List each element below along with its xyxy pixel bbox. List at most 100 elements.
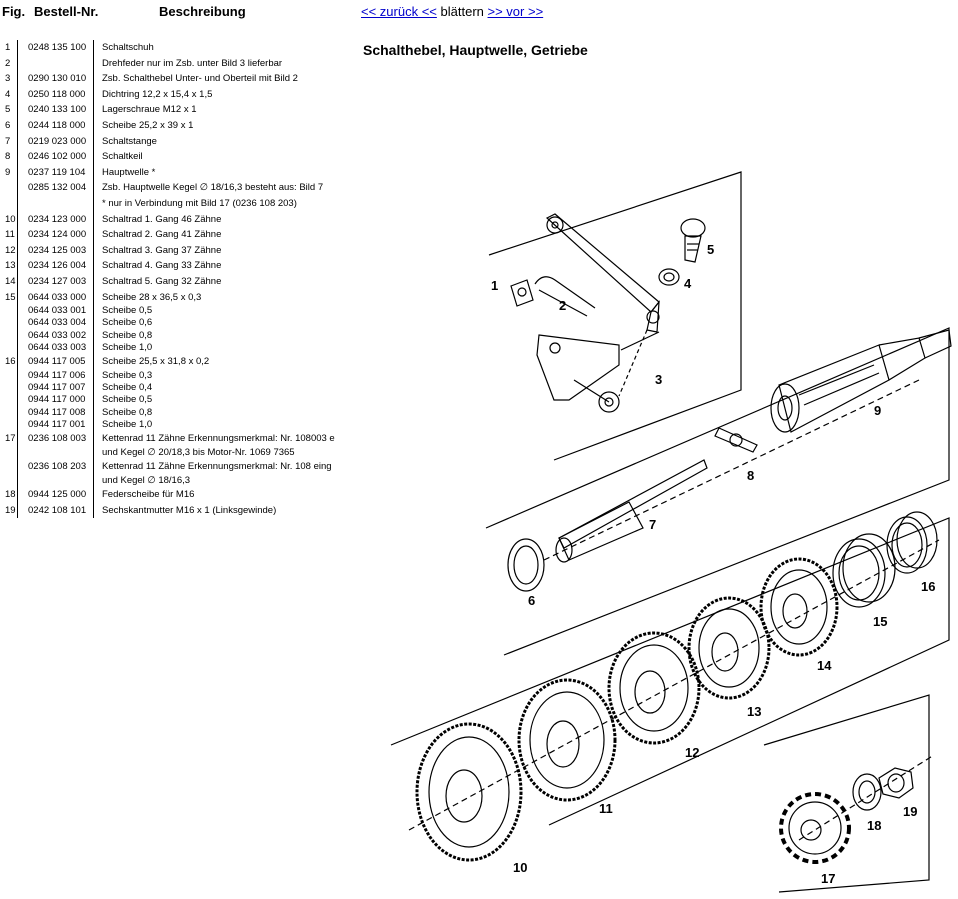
washers-16 [886, 511, 938, 574]
diagram-title: Schalthebel, Hauptwelle, Getriebe [363, 42, 588, 58]
part-description: Scheibe 28 x 36,5 x 0,3 [102, 291, 202, 303]
part-fig: 12 [5, 244, 16, 256]
part-labels: 1 2 3 4 5 6 7 8 9 10 11 12 13 14 15 16 1… [491, 242, 935, 886]
part-number: 0644 033 004 [28, 317, 87, 329]
label-8: 8 [747, 468, 754, 483]
part-fig: 16 [5, 356, 16, 368]
table-divider-fig [17, 40, 18, 518]
part-number: 0236 108 003 [28, 433, 87, 445]
part-description: Schaltrad 2. Gang 41 Zähne [102, 229, 222, 241]
shift-lever [536, 213, 660, 413]
gear-13 [687, 596, 771, 700]
part-description: Federscheibe für M16 [102, 489, 195, 501]
part-number: 0944 117 000 [28, 394, 86, 406]
part-description: Scheibe 0,6 [102, 317, 153, 329]
back-link[interactable]: << zurück << [361, 4, 437, 19]
panel-sprocket [763, 694, 930, 893]
label-18: 18 [867, 818, 881, 833]
parts-drawing: 1 2 3 4 5 6 7 8 9 10 11 12 13 14 15 16 1… [390, 171, 952, 893]
part-fig: 1 [5, 42, 11, 53]
seal-ring [658, 268, 680, 286]
part-description: Drehfeder nur im Zsb. unter Bild 3 liefe… [102, 57, 283, 69]
label-2: 2 [559, 298, 566, 313]
part-description: und Kegel ∅ 20/18,3 bis Motor-Nr. 1069 7… [102, 446, 295, 458]
part-number: 0236 108 203 [28, 461, 87, 473]
part-description: Schaltrad 4. Gang 33 Zähne [102, 260, 222, 272]
part-number: 0246 102 000 [28, 151, 87, 163]
part-fig: 14 [5, 275, 16, 287]
part-fig: 9 [5, 166, 11, 178]
part-description: Lagerschraue M12 x 1 [102, 104, 197, 116]
part-fig: 11 [5, 229, 15, 241]
shift-shoe [510, 279, 534, 307]
part-number: 0644 033 003 [28, 341, 87, 353]
part-number: 0285 132 004 [28, 182, 87, 194]
label-11: 11 [599, 801, 613, 816]
part-number: 0244 118 000 [28, 119, 86, 131]
part-description: Zsb. Hauptwelle Kegel ∅ 18/16,3 besteht … [102, 182, 324, 194]
part-number: 0644 033 002 [28, 329, 87, 341]
part-description: Scheibe 0,5 [102, 394, 153, 406]
part-number: 0219 023 000 [28, 135, 87, 147]
part-fig: 17 [5, 433, 16, 445]
part-number: 0234 123 000 [28, 213, 87, 225]
table-row: 0644 033 003 Scheibe 1,0 [0, 342, 352, 354]
part-description: Scheibe 1,0 [102, 419, 153, 431]
part-number: 0644 033 001 [28, 305, 87, 317]
gear-11 [517, 678, 617, 802]
pager: << zurück << blättern >> vor >> [361, 4, 543, 19]
part-description: Scheibe 0,8 [102, 406, 153, 418]
label-5: 5 [707, 242, 714, 257]
label-16: 16 [921, 579, 935, 594]
part-fig: 4 [5, 88, 11, 100]
washer-6 [507, 538, 545, 592]
label-4: 4 [684, 276, 692, 291]
part-number: 0234 127 003 [28, 275, 87, 287]
label-10: 10 [513, 860, 527, 875]
part-fig: 3 [5, 73, 11, 85]
label-19: 19 [903, 804, 917, 819]
label-6: 6 [528, 593, 535, 608]
table-row: und Kegel ∅ 20/18,3 bis Motor-Nr. 1069 7… [0, 447, 352, 459]
part-description: Scheibe 1,0 [102, 341, 153, 353]
torsion-spring [534, 276, 596, 317]
part-number: 0234 126 004 [28, 260, 87, 272]
label-15: 15 [873, 614, 887, 629]
exploded-diagram: Schalthebel, Hauptwelle, Getriebe [359, 40, 958, 894]
part-description: Hauptwelle * [102, 166, 156, 178]
part-description: * nur in Verbindung mit Bild 17 (0236 10… [102, 197, 297, 209]
part-description: Sechskantmutter M16 x 1 (Linksgewinde) [102, 504, 277, 516]
pager-label: blättern [440, 4, 484, 19]
part-description: und Kegel ∅ 18/16,3 [102, 474, 191, 486]
part-description: Scheibe 0,8 [102, 329, 153, 341]
part-number: 0290 130 010 [28, 73, 87, 85]
part-description: Scheibe 25,5 x 31,8 x 0,2 [102, 356, 210, 368]
part-description: Schaltstange [102, 135, 157, 147]
label-17: 17 [821, 871, 835, 886]
panel-lever [488, 171, 742, 461]
part-number: 0944 117 007 [28, 382, 86, 394]
part-fig: 8 [5, 151, 11, 163]
part-fig: 18 [5, 489, 16, 501]
washers-15 [832, 533, 896, 608]
forward-link[interactable]: >> vor >> [487, 4, 544, 19]
bearing-bolt [680, 218, 706, 263]
label-9: 9 [874, 403, 881, 418]
panel-shaft [485, 327, 950, 656]
table-divider-nr [93, 40, 94, 518]
part-fig: 15 [5, 291, 16, 303]
part-description: Schaltrad 3. Gang 37 Zähne [102, 244, 222, 256]
